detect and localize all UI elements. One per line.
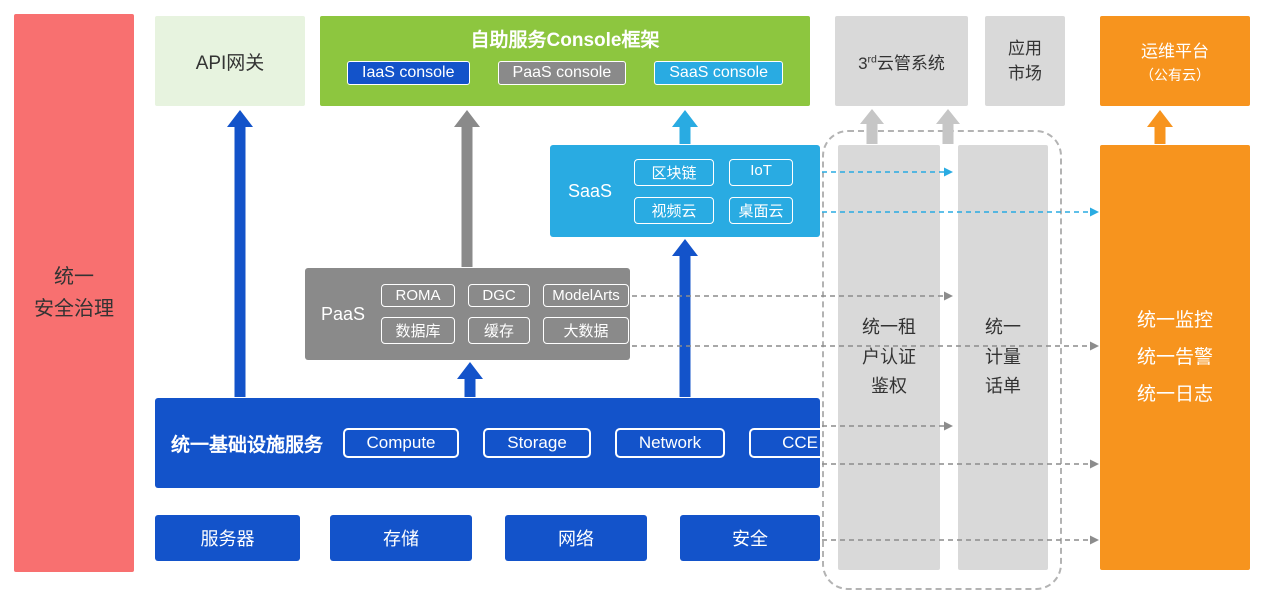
paas-item-cache: 缓存 [468, 317, 531, 344]
infrastructure-label: 统一基础设施服务 [171, 434, 324, 456]
console-items: IaaS console PaaS console SaaS console [347, 61, 783, 85]
saas-item-video-cloud: 视频云 [634, 196, 715, 224]
console-framework-title: 自助服务Console框架 [470, 30, 660, 51]
paas-item-dgc: DGC [468, 284, 531, 307]
infrastructure-section: 统一基础设施服务 Compute Storage Network CCE [155, 398, 852, 488]
infra-item-storage: Storage [483, 428, 592, 458]
metering-billing-label: 统一 计量 话单 [985, 316, 1021, 397]
resource-security-box: 安全 [680, 515, 820, 561]
tenant-auth-label: 统一租 户认证 鉴权 [862, 316, 916, 397]
app-market-label: 应用 市场 [1008, 38, 1042, 84]
resource-network-label: 网络 [558, 529, 594, 549]
security-governance-label: 统一 安全治理 [34, 266, 114, 320]
paas-item-database: 数据库 [381, 317, 456, 344]
saas-label: SaaS [568, 180, 613, 201]
tenant-auth-rail: 统一租 户认证 鉴权 [838, 145, 940, 570]
ops-platform-box: 运维平台 （公有云） [1100, 16, 1250, 106]
cloud-mgmt-prefix: 3 [858, 53, 868, 73]
console-framework-box: 自助服务Console框架 IaaS console PaaS console … [320, 16, 810, 106]
monitoring-alarm-log-box: 统一监控 统一告警 统一日志 [1100, 145, 1250, 570]
infra-item-compute: Compute [343, 428, 460, 458]
iaas-console-chip: IaaS console [347, 61, 470, 85]
saas-item-blockchain: 区块链 [634, 158, 715, 186]
resource-server-label: 服务器 [200, 529, 255, 549]
paas-section: PaaS ROMA DGC ModelArts 数据库 缓存 大数据 [305, 268, 630, 360]
saas-to-monitoring-arrowhead [1090, 207, 1099, 217]
paas-item-bigdata: 大数据 [543, 317, 630, 344]
resource-server-box: 服务器 [155, 515, 300, 561]
monitoring-alarm-log-label: 统一监控 统一告警 统一日志 [1136, 309, 1213, 406]
arrow-infra-to-api-gateway [227, 110, 253, 397]
arrow-saas-to-console [672, 110, 698, 144]
infra-to-monitoring-arrowhead [1090, 459, 1099, 469]
paas-console-chip: PaaS console [497, 61, 627, 85]
ops-platform-subtitle: （公有云） [1140, 67, 1210, 83]
api-gateway-label: API网关 [195, 52, 265, 74]
resource-network-box: 网络 [505, 515, 647, 561]
ops-platform-title: 运维平台 [1141, 42, 1209, 61]
arrow-infra-to-paas [457, 362, 483, 397]
arrow-paas-to-console [454, 110, 480, 267]
saas-item-iot: IoT [729, 158, 794, 186]
saas-console-chip: SaaS console [654, 61, 783, 85]
paas-item-roma: ROMA [381, 284, 456, 307]
saas-services: 区块链 IoT 视频云 桌面云 [634, 158, 794, 224]
security-to-monitoring-arrowhead [1090, 535, 1099, 545]
metering-billing-rail: 统一 计量 话单 [958, 145, 1048, 570]
paas-services: ROMA DGC ModelArts 数据库 缓存 大数据 [381, 284, 630, 344]
third-party-cloud-mgmt-label: 3rd云管系统 [858, 49, 945, 74]
saas-item-desktop-cloud: 桌面云 [729, 196, 794, 224]
arrow-monitoring-to-ops-platform [1147, 110, 1173, 144]
saas-section: SaaS 区块链 IoT 视频云 桌面云 [550, 145, 820, 237]
third-party-cloud-mgmt-box: 3rd云管系统 [835, 16, 968, 106]
resource-storage-label: 存储 [383, 529, 419, 549]
api-gateway-box: API网关 [155, 16, 305, 106]
paas-label: PaaS [321, 303, 366, 324]
resource-storage-box: 存储 [330, 515, 472, 561]
resource-security-label: 安全 [732, 529, 768, 549]
security-governance-bar: 统一 安全治理 [14, 14, 134, 572]
cloud-mgmt-rest: 云管系统 [876, 53, 945, 73]
cloud-mgmt-superscript: rd [867, 52, 877, 65]
app-market-box: 应用 市场 [985, 16, 1065, 106]
arrow-infra-to-saas [672, 239, 698, 397]
infrastructure-services: Compute Storage Network CCE [343, 428, 852, 458]
paas-item-modelarts: ModelArts [543, 284, 630, 307]
infra-item-network: Network [615, 428, 726, 458]
paas-to-monitoring-arrowhead [1090, 341, 1099, 351]
